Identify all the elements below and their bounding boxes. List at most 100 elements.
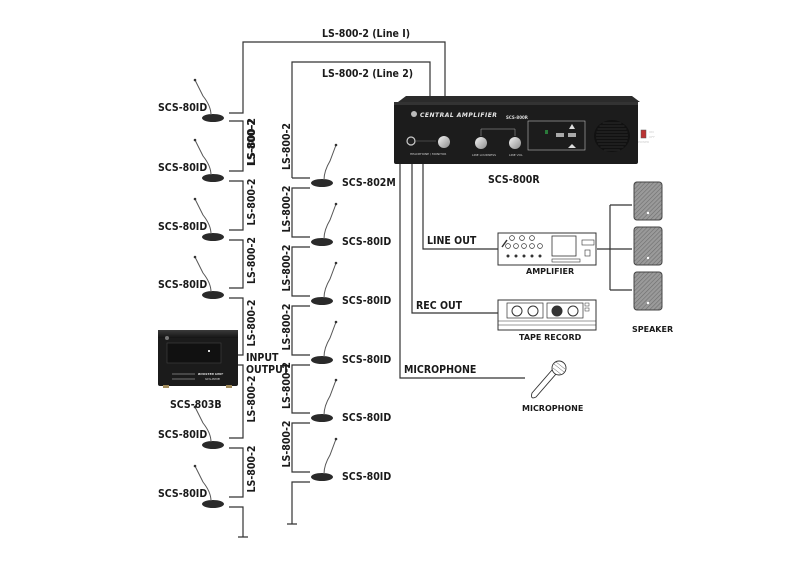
mic-neck	[323, 262, 337, 299]
mic-tip	[193, 197, 197, 201]
gooseneck-microphone-icon	[193, 138, 224, 182]
mic-base	[202, 500, 224, 508]
headphone-jack-icon[interactable]	[406, 136, 416, 146]
mic-base	[202, 233, 224, 241]
power-label: POWER	[638, 140, 649, 144]
person-icon	[569, 124, 575, 129]
mic-tip	[334, 143, 338, 147]
left-unit-label: SCS-80ID	[158, 279, 207, 291]
cable-segment	[229, 447, 244, 498]
gooseneck-microphone-icon	[193, 464, 224, 508]
mic-tip	[334, 378, 338, 382]
power-switch[interactable]	[640, 129, 647, 139]
speaker-led	[646, 256, 650, 260]
cable-segment	[287, 481, 310, 525]
brand-logo-icon	[411, 111, 417, 117]
speaker-label: SPEAKER	[632, 325, 673, 334]
booster-led-icon	[208, 350, 210, 352]
booster-model-label: SCS-803B	[170, 399, 222, 411]
cable-label: LS-800-2	[281, 421, 293, 468]
mic-tip	[193, 138, 197, 142]
panel-button[interactable]	[568, 133, 576, 137]
cable-segment	[229, 297, 244, 356]
tape-record-device: REC OUT TAPE RECORD	[416, 299, 597, 342]
mic-neck	[323, 438, 337, 475]
cable-segment	[291, 364, 310, 414]
mic-neck	[323, 379, 337, 416]
speaker-group: SPEAKER	[632, 181, 673, 334]
mic-tip	[193, 255, 197, 259]
cable-label: LS-800-2	[246, 446, 258, 493]
cable-segment	[291, 422, 310, 473]
booster-panel-text: BOOSTER UNIT	[198, 372, 224, 376]
line-out-label: LINE OUT	[427, 235, 477, 247]
speaker-icon	[633, 226, 663, 266]
mic-neck	[194, 465, 212, 502]
line-2-cable: LS-800-2 (Line 2)	[291, 61, 431, 178]
amp-knob-icon	[537, 243, 543, 249]
amp-knob-icon	[509, 235, 515, 241]
panel-button[interactable]	[556, 133, 564, 137]
amp-button-icon	[530, 254, 534, 258]
knob-label-monitor: HEADPHONE / MONITOR	[410, 152, 446, 156]
amp-brand-text: CENTRAL AMPLIFIER	[420, 112, 497, 119]
cable-segment	[229, 239, 244, 289]
mic-neck	[194, 79, 212, 116]
speaker-body	[633, 181, 663, 221]
microphone-handle	[531, 369, 557, 399]
mic-tip	[334, 320, 338, 324]
gooseneck-microphone-icon	[193, 255, 224, 299]
control-panel	[527, 120, 586, 151]
mic-tip	[334, 202, 338, 206]
cable-label: LS-800-2	[281, 245, 293, 292]
left-unit-label: SCS-80ID	[158, 221, 207, 233]
monitor-knob[interactable]	[438, 136, 450, 148]
microphone-label: MICROPHONE	[522, 404, 583, 413]
left-unit-label: SCS-80ID	[158, 488, 207, 500]
mic-base	[311, 238, 333, 246]
speaker-body	[633, 226, 663, 266]
right-unit-label: SCS-80ID	[342, 412, 391, 424]
mic-tip	[193, 464, 197, 468]
gooseneck-microphone-icon	[193, 405, 224, 449]
mic-neck	[194, 139, 212, 176]
line-loudness-knob[interactable]	[475, 137, 487, 149]
amp-knob-icon	[513, 243, 519, 249]
line-1-label: LS-800-2 (Line I)	[322, 28, 410, 40]
rec-out-label: REC OUT	[416, 300, 463, 312]
gooseneck-microphone-icon	[311, 202, 338, 246]
mic-base	[202, 291, 224, 299]
mic-tip	[193, 405, 197, 409]
amp-knob-icon	[529, 243, 535, 249]
mic-base	[202, 114, 224, 122]
amplifier-device: LINE OUT AMPLIFIER	[427, 232, 597, 276]
status-led-icon	[545, 130, 548, 134]
amp-knob-icon	[505, 243, 511, 249]
left-unit-label: SCS-80ID	[158, 162, 207, 174]
mic-tip	[334, 437, 338, 441]
mic-neck	[194, 406, 212, 443]
speaker-led	[646, 301, 650, 305]
central-amplifier: CENTRAL AMPLIFIER SCS-800R HEADPHONE / M…	[394, 96, 655, 186]
cable-segment	[229, 180, 244, 231]
cable-segment	[291, 305, 310, 356]
grille-lines	[596, 122, 628, 151]
right-unit-label: SCS-80ID	[342, 295, 391, 307]
cable-segment	[291, 246, 310, 297]
cable-label: LS-800-2	[246, 376, 258, 423]
cable-label: LS-800-2	[246, 119, 258, 166]
amp-knob-icon	[529, 235, 535, 241]
mic-base	[311, 473, 333, 481]
mic-base	[311, 356, 333, 364]
speaker-body	[633, 271, 663, 311]
mic-neck	[323, 203, 337, 240]
amp-panel-model: SCS-800R	[506, 115, 528, 120]
speaker-icon	[633, 181, 663, 221]
central-unit-model-label: SCS-800R	[488, 174, 540, 186]
right-unit-label: SCS-802M	[342, 177, 396, 189]
microphone-port-label: MICROPHONE	[404, 364, 476, 376]
booster-panel-model: SCS-803B	[205, 377, 220, 381]
line-vol-knob[interactable]	[509, 137, 521, 149]
gooseneck-microphone-icon	[193, 197, 224, 241]
